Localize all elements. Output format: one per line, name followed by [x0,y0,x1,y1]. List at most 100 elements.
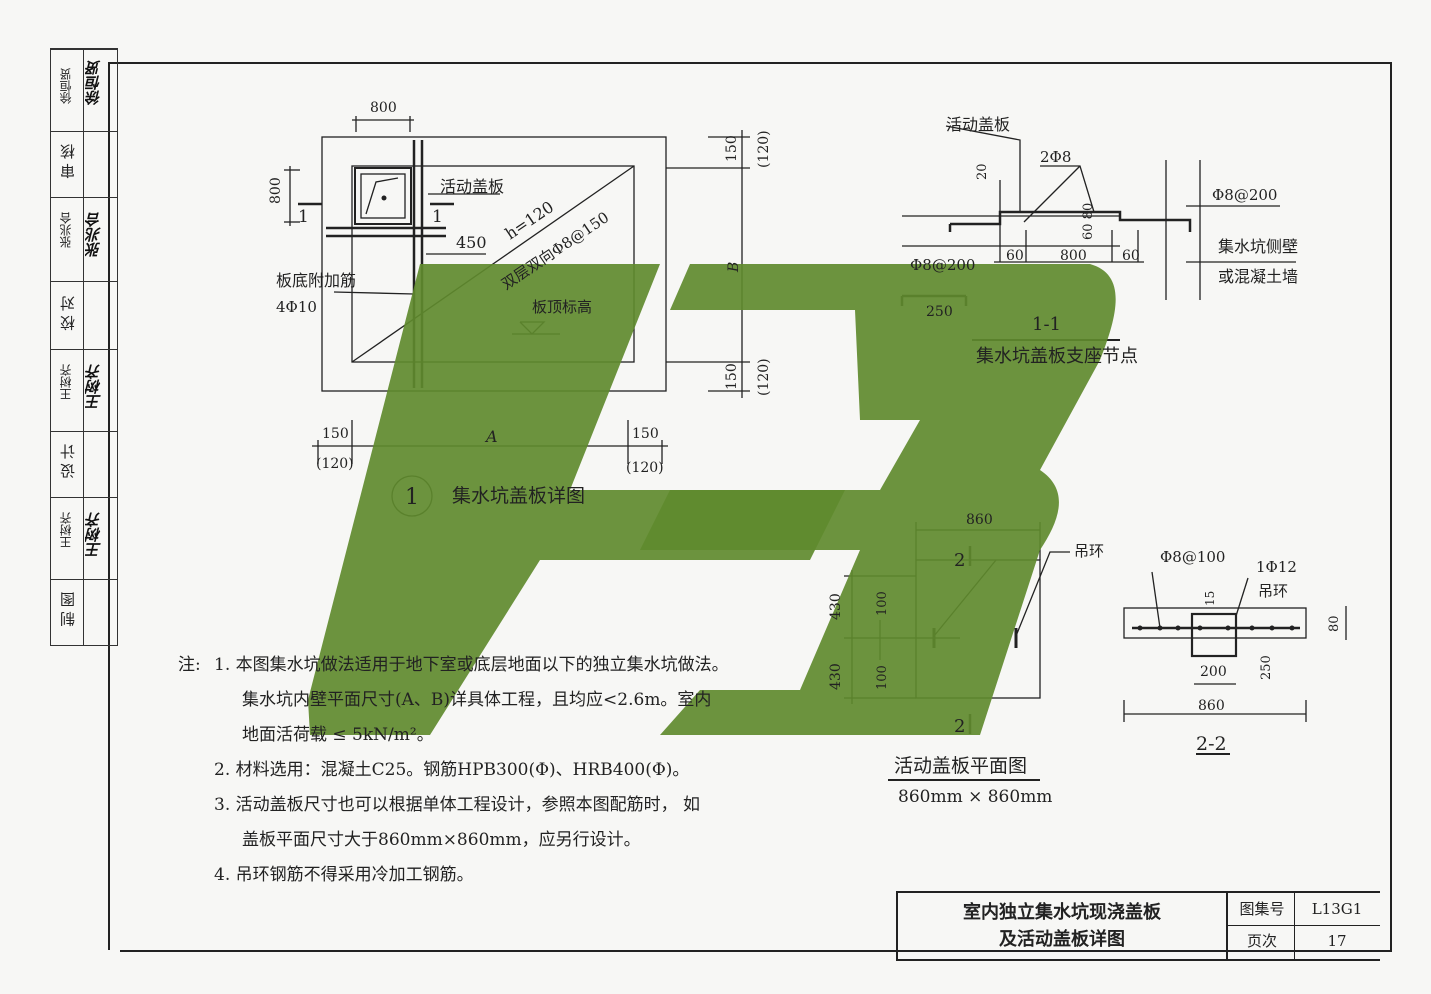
dim-120-left: (120) [316,456,354,472]
section-1-1-caption: 集水坑盖板支座节点 [976,346,1138,367]
dim-250-2-2: 250 [1259,655,1274,680]
plan-title: 活动盖板平面图 [894,755,1027,777]
sig-row-7: 王树齐 王树齐 [51,497,117,580]
leader-2phi8-b [1023,165,1081,223]
leader-hook-b [1015,551,1070,637]
title-line-2: 及活动盖板详图 [999,929,1125,950]
dim-250-rebar: 250 [926,304,953,320]
cover-rebar-label: Φ8@200 [910,256,975,274]
dim-120-right: (120) [626,460,664,476]
sec-2-bottom: 2 [954,716,965,737]
section-mark-1-left: 1 [298,207,309,227]
signature-divider [83,49,84,645]
tb-divider-v [1294,893,1295,959]
label-cover: 活动盖板 [440,177,504,196]
sig-row-6: 设 计 [51,431,117,498]
slab-thickness: h=120 [502,197,558,243]
note-line-7: 4. 吊环钢筋不得采用冷加工钢筋。 [214,865,474,885]
cover-mark [365,177,399,215]
dim-430-bottom: 430 [828,663,844,690]
lifting-hook-label: 吊环 [1074,542,1104,560]
dim-800-vert: 800 [268,177,284,204]
leader-hook-2-2 [1235,577,1249,617]
dim-150-left: 150 [322,426,349,442]
notes-head: 注: [178,655,201,675]
cover-section [1123,607,1307,639]
atlas-value: L13G1 [1311,900,1363,918]
dim-A: A [484,427,498,446]
dim-100-bottom: 100 [875,665,890,690]
dim-60-left: 60 [1006,248,1024,264]
sig-row-4: 校 对 [51,281,117,350]
dim-150-right: 150 [632,426,659,442]
note-line-1: 注: 1. 本图集水坑做法适用于地下室或底层地面以下的独立集水坑做法。 [178,648,729,683]
signature-panel: 徐恒贤 徐恒贤 审 核 张兆合 张兆合 校 对 王树齐 王树齐 设 计 王树齐 … [50,48,118,646]
note-line-6: 盖板平面尺寸大于860mm×860mm，应另行设计。 [242,830,641,850]
frame-left-edge [108,62,110,950]
page-label: 页次 [1246,932,1277,950]
dim-60-right: 60 [1122,248,1140,264]
sig-row-1: 徐恒贤 徐恒贤 [51,49,117,132]
leader-add-bar [333,291,415,295]
detail-index-number: 1 [405,485,419,510]
note-line-3: 地面活荷载 ≤ 5kN/m²。 [242,725,434,745]
title-line-1: 室内独立集水坑现浇盖板 [963,902,1161,923]
dim-200: 200 [1200,664,1227,680]
note-line-4: 2. 材料选用：混凝土C25。钢筋HPB300(Φ)、HRB400(Φ)。 [214,760,690,780]
bottom-add-bar-rebar: 4Φ10 [276,298,317,316]
label-cover-1-1: 活动盖板 [946,115,1010,134]
dim-20: 20 [975,163,990,180]
page-value: 17 [1327,932,1347,950]
dim-80: 80 [1327,615,1342,632]
dim-120-top: (120) [756,130,772,168]
section-mark-1-right: 1 [432,207,443,227]
bottom-add-bar-label: 板底附加筋 [276,271,356,290]
plan-subtitle: 860mm × 860mm [898,787,1052,807]
dim-430-top: 430 [828,593,844,620]
cover-rebar [950,210,1192,232]
rebar-dots [381,195,1295,631]
atlas-label: 图集号 [1239,900,1285,918]
dim-60-80: 60 80 [1081,203,1096,240]
leader-rebar-2-2 [1151,571,1161,629]
dim-150-top: 150 [724,135,740,162]
watermark-logo [308,264,845,735]
cover-plate [360,173,406,219]
note-line-5: 3. 活动盖板尺寸也可以根据单体工程设计，参照本图配筋时， 如 [214,795,701,815]
general-notes: 注:1. 本图集水坑做法适用于地下室或底层地面以下的独立集水坑做法。 集水坑内壁… [178,648,729,893]
sig-row-2: 审 核 [51,131,117,198]
dim-800: 800 [370,100,397,116]
dim-450: 450 [456,233,487,252]
section-2-2-rebar: Φ8@100 [1160,548,1225,566]
section-1-1-title: 1-1 [1032,314,1061,335]
sig-row-5: 王树齐 王树齐 [51,349,117,432]
lifting-hook-section [1190,612,1238,658]
sig-row-8: 制 图 [51,579,117,646]
tb-divider-h [1228,925,1380,926]
dim-15: 15 [1203,591,1217,606]
dim-100-top: 100 [875,591,890,616]
detail-caption: 集水坑盖板详图 [452,485,585,507]
dim-150-bottom: 150 [724,363,740,390]
hook-label-2-2: 吊环 [1258,582,1288,600]
watermark-logo [640,264,1116,735]
drawing-frame [120,62,1392,952]
hook-rebar: 1Φ12 [1256,558,1297,576]
dim-120-bottom: (120) [756,358,772,396]
top-elevation-label: 板顶标高 [532,298,592,316]
note-text: 1. 本图集水坑做法适用于地下室或底层地面以下的独立集水坑做法。 [214,655,729,675]
dim-800-section: 800 [1060,248,1087,264]
dim-860-2-2: 860 [1198,698,1225,714]
sig-row-3: 张兆合 张兆合 [51,197,117,282]
cover-opening [354,167,412,225]
section-2-2-title: 2-2 [1196,733,1227,755]
title-block: 室内独立集水坑现浇盖板 及活动盖板详图 图集号 L13G1 页次 17 [896,891,1380,961]
rebar-2phi8: 2Φ8 [1040,148,1071,166]
wall-label-2: 或混凝土墙 [1218,267,1298,286]
leader-cover-1-1 [945,125,1021,212]
frame-top-left [108,62,122,64]
drawing-title: 室内独立集水坑现浇盖板 及活动盖板详图 [898,893,1228,959]
dim-860-plan: 860 [966,512,993,528]
wall-rebar: Φ8@200 [1212,186,1277,204]
